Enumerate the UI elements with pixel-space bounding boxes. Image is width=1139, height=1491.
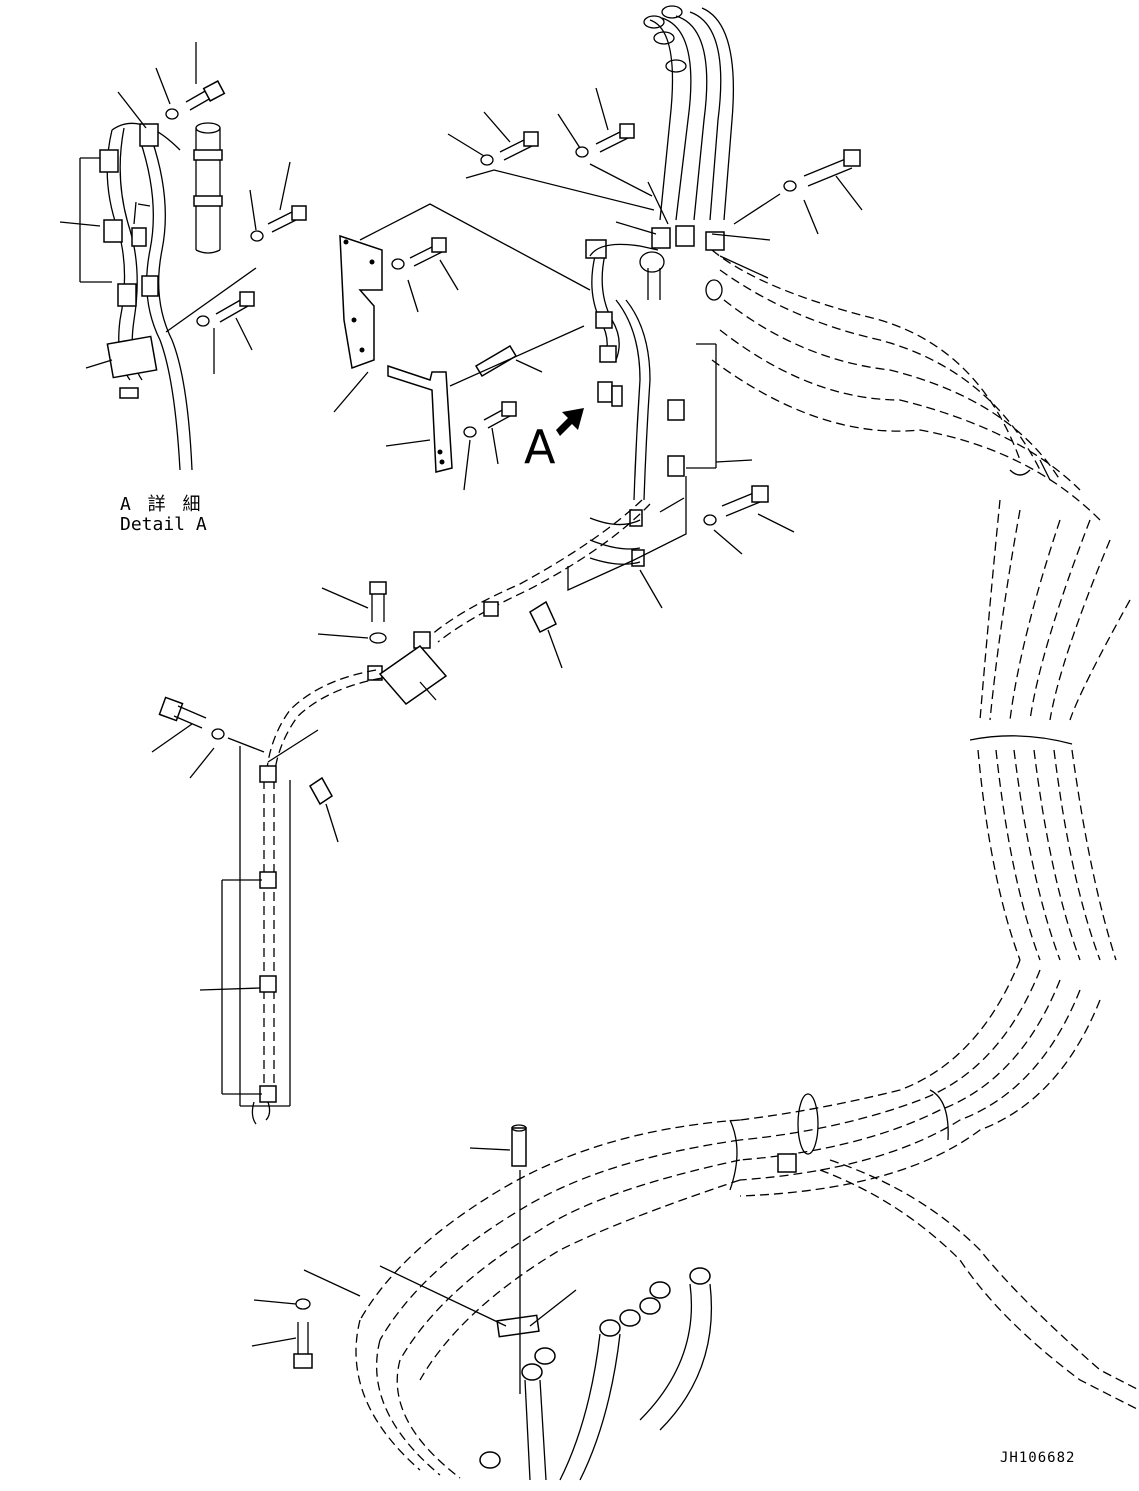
bolt-icon (185, 80, 226, 111)
bolt-icon (409, 237, 447, 267)
bolt-icon (721, 485, 769, 517)
bolt-icon (499, 131, 539, 161)
bolt-icon (483, 401, 517, 429)
mounting-bracket-group (333, 203, 591, 491)
main-hose-bundle (251, 5, 1139, 1481)
top-bolt-group (447, 87, 863, 235)
detail-title-jp: A 詳 細 (120, 494, 204, 515)
bolt-icon (215, 291, 255, 323)
view-letter: A (524, 420, 556, 474)
detail-a-view (59, 42, 307, 471)
drawing-number: JH106682 (1000, 1450, 1076, 1466)
bolt-icon (595, 123, 635, 153)
harness-routing (151, 239, 795, 1125)
view-arrow-icon (556, 408, 584, 436)
bolt-icon (803, 149, 861, 187)
bolt-icon (267, 205, 307, 233)
bolt-icon (158, 696, 207, 729)
detail-title-en: Detail A (120, 514, 207, 535)
hose-fitting-group (479, 1267, 713, 1481)
